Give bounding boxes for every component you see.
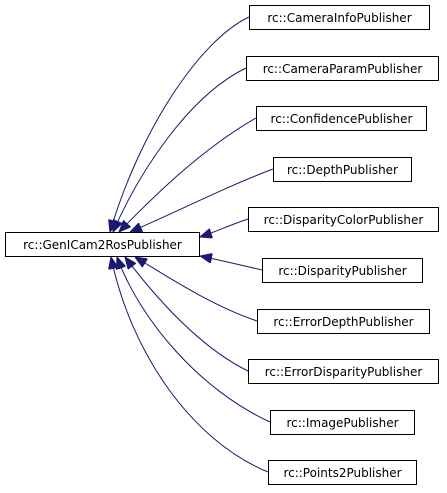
base-class-label: rc::GenICam2RosPublisher — [23, 238, 182, 252]
inheritance-edge-5 — [200, 256, 263, 271]
derived-class-node-disparity-color[interactable]: rc::DisparityColorPublisher — [248, 207, 439, 232]
inheritance-edge-7 — [125, 257, 249, 372]
derived-class-label: rc::CameraParamPublisher — [263, 62, 423, 76]
derived-class-label: rc::DisparityPublisher — [278, 264, 406, 278]
derived-class-node-depth[interactable]: rc::DepthPublisher — [273, 157, 412, 182]
inheritance-edge-2 — [119, 117, 257, 232]
derived-class-label: rc::CameraInfoPublisher — [267, 11, 411, 25]
derived-class-node-disparity[interactable]: rc::DisparityPublisher — [262, 258, 423, 283]
derived-class-node-error-disparity[interactable]: rc::ErrorDisparityPublisher — [248, 359, 439, 384]
inheritance-edge-1 — [113, 67, 247, 232]
derived-class-node-camera-info[interactable]: rc::CameraInfoPublisher — [249, 5, 430, 30]
inheritance-edge-0 — [110, 16, 250, 232]
derived-class-node-image[interactable]: rc::ImagePublisher — [270, 410, 415, 435]
derived-class-node-error-depth[interactable]: rc::ErrorDepthPublisher — [257, 309, 430, 334]
derived-class-label: rc::ImagePublisher — [286, 416, 398, 430]
derived-class-node-points2[interactable]: rc::Points2Publisher — [268, 460, 417, 485]
derived-class-node-confidence[interactable]: rc::ConfidencePublisher — [256, 106, 427, 131]
derived-class-label: rc::DisparityColorPublisher — [264, 213, 424, 227]
inheritance-edge-8 — [117, 257, 271, 423]
inheritance-edge-3 — [130, 168, 274, 232]
inheritance-edge-9 — [111, 257, 269, 473]
derived-class-node-camera-param[interactable]: rc::CameraParamPublisher — [246, 56, 439, 81]
base-class-node[interactable]: rc::GenICam2RosPublisher — [5, 232, 200, 257]
derived-class-label: rc::Points2Publisher — [283, 466, 401, 480]
derived-class-label: rc::ErrorDepthPublisher — [273, 315, 413, 329]
inheritance-edges — [110, 16, 274, 473]
derived-class-label: rc::ErrorDisparityPublisher — [265, 365, 423, 379]
derived-class-label: rc::DepthPublisher — [287, 163, 398, 177]
inheritance-edge-4 — [200, 218, 249, 237]
inheritance-edge-6 — [135, 257, 258, 322]
derived-class-label: rc::ConfidencePublisher — [271, 112, 413, 126]
